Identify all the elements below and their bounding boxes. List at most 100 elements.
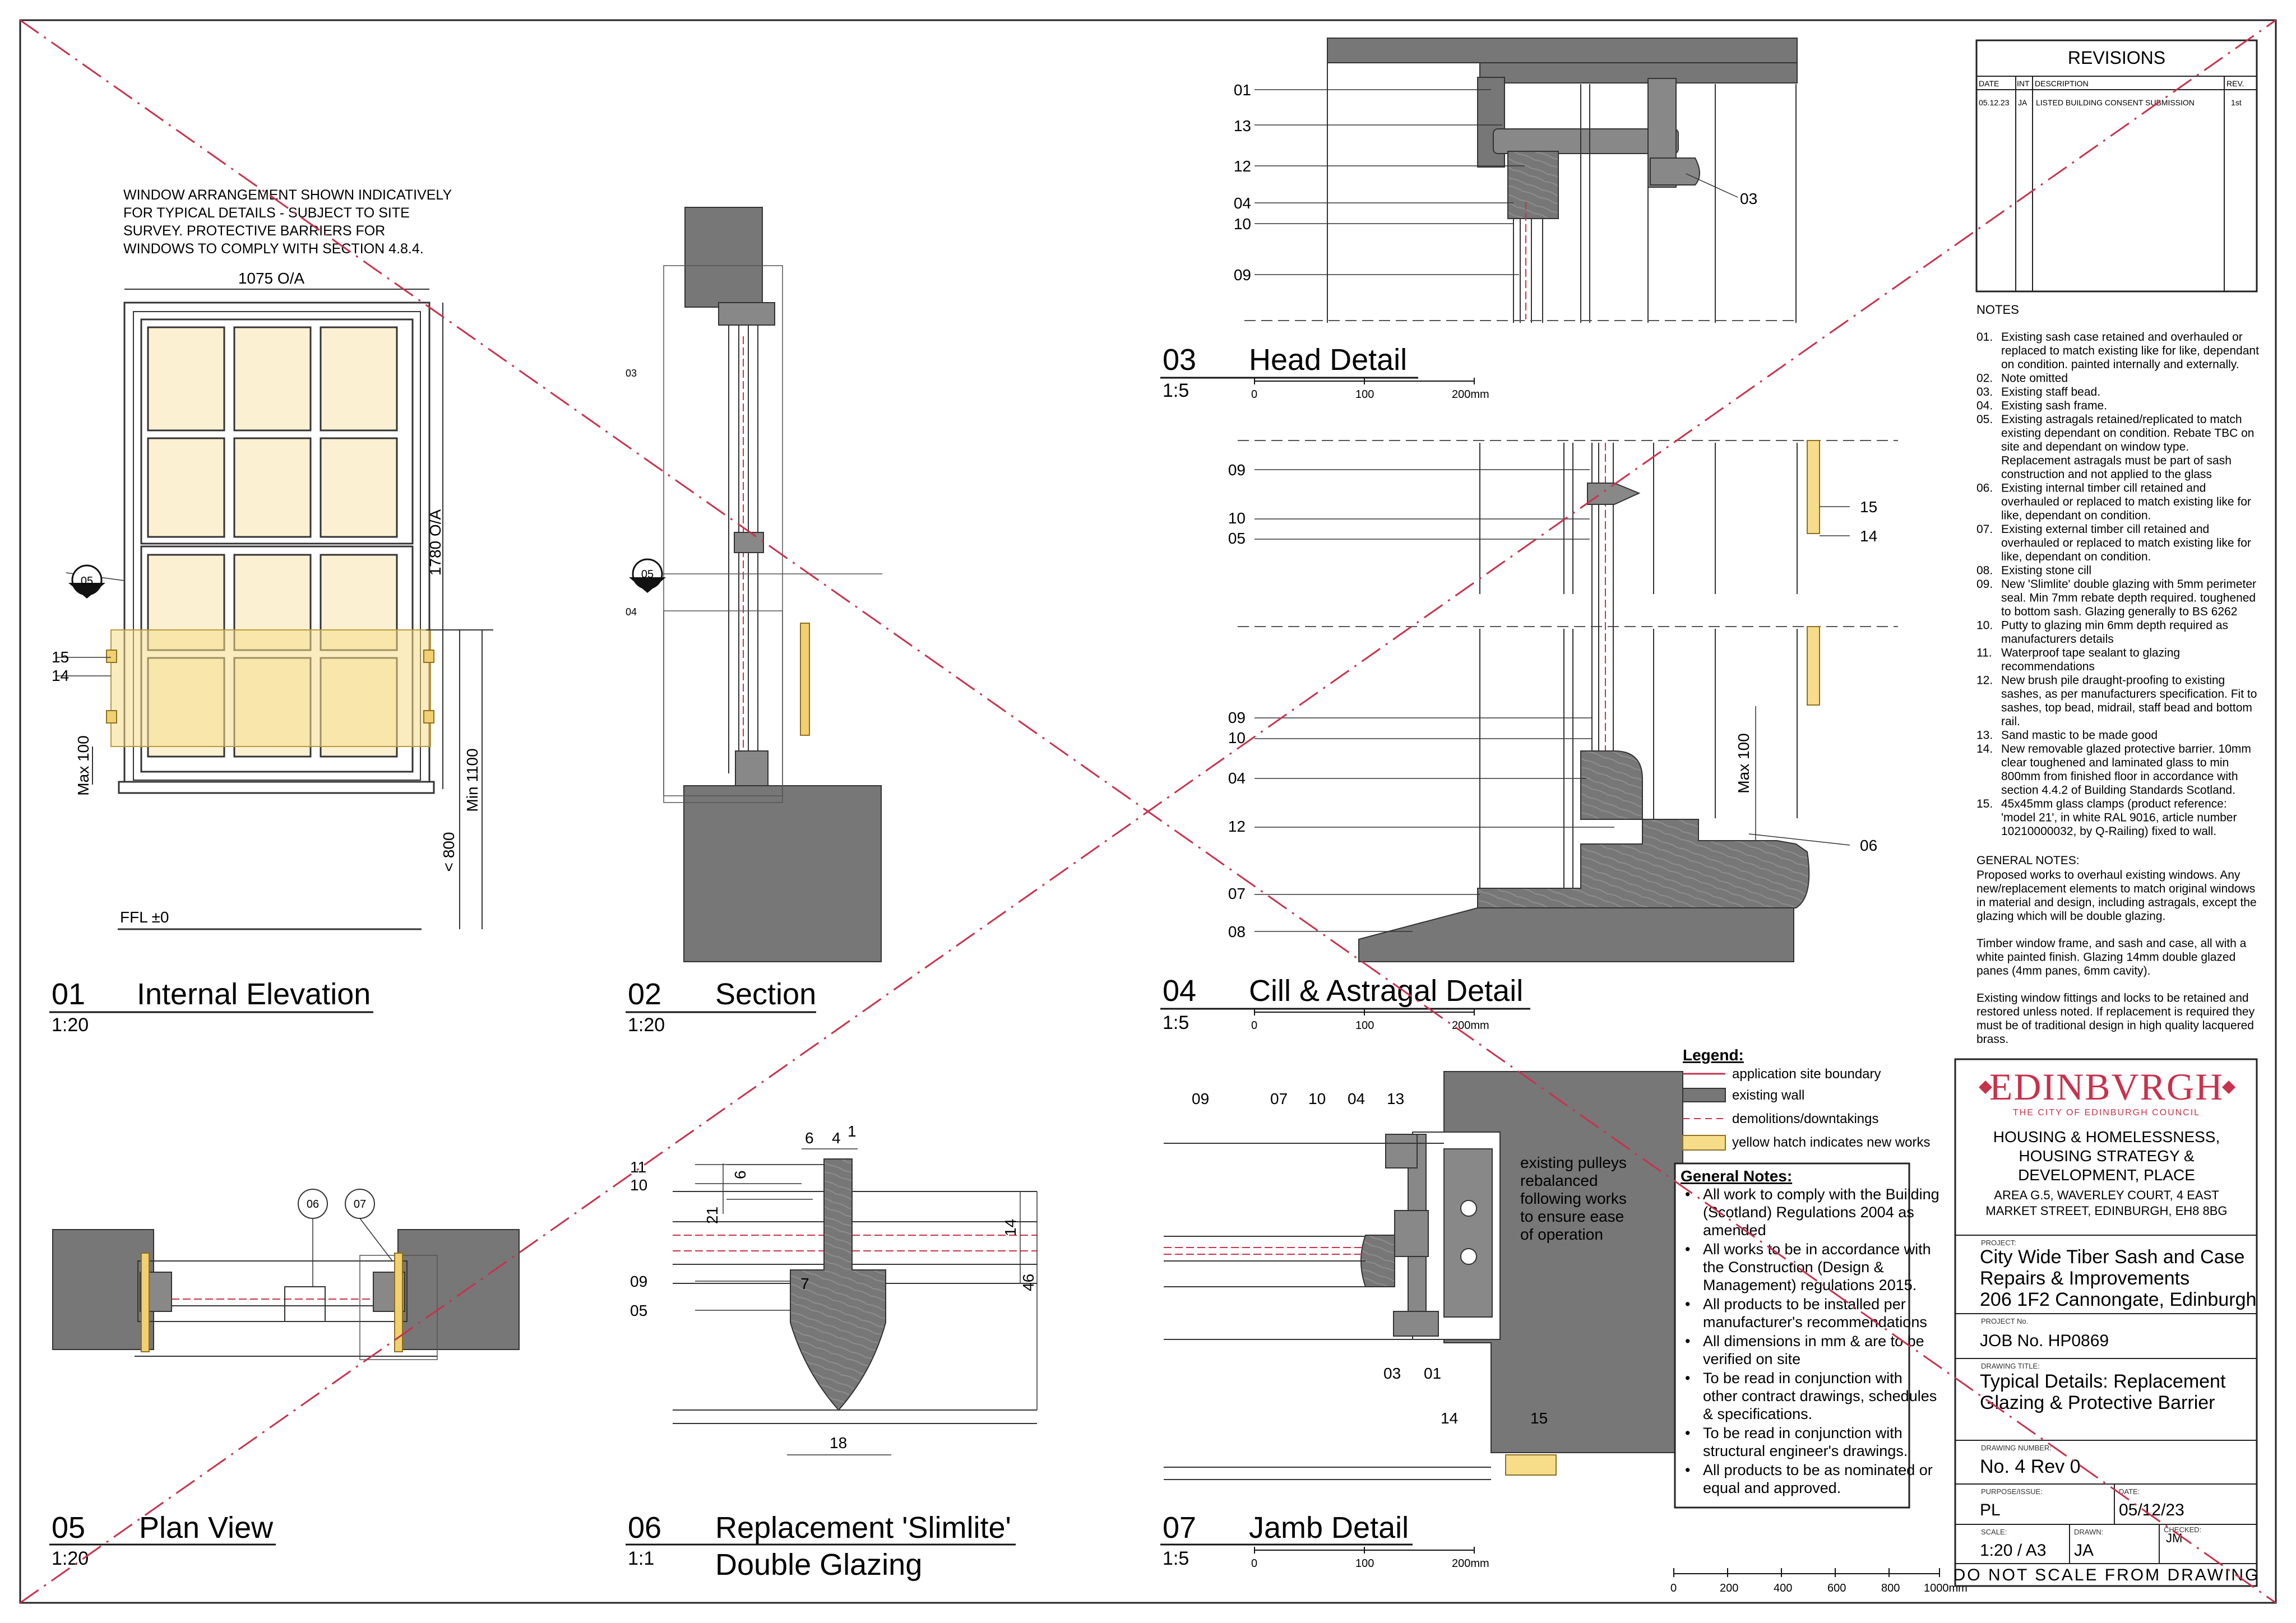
svg-text:All products to be as nominate: All products to be as nominated or: [1703, 1462, 1933, 1478]
note-line: sashes, top bead, midrail, staff bead an…: [2001, 702, 2252, 715]
svg-text:10: 10: [1308, 1090, 1326, 1107]
svg-text:6: 6: [732, 1170, 749, 1179]
title-02: Section: [715, 977, 816, 1011]
svg-text:DEVELOPMENT, PLACE: DEVELOPMENT, PLACE: [2018, 1166, 2195, 1184]
note-number: 14.: [1976, 743, 1993, 755]
svg-text:PURPOSE/ISSUE:: PURPOSE/ISSUE:: [1981, 1487, 2043, 1496]
title-num-07: 07: [1163, 1511, 1196, 1545]
title-05: Plan View: [139, 1511, 274, 1545]
svg-text:05.12.23: 05.12.23: [1979, 98, 2010, 107]
svg-text:JA: JA: [2074, 1541, 2094, 1560]
note-line: Replacement astragals must be part of sa…: [2001, 455, 2232, 467]
svg-text:•: •: [1685, 1186, 1690, 1203]
svg-text:01: 01: [1234, 81, 1251, 99]
svg-text:400: 400: [1774, 1582, 1792, 1594]
svg-text:7: 7: [800, 1275, 809, 1292]
note-line: recommendations: [2001, 660, 2095, 673]
note-line: 45x45mm glass clamps (product reference:: [2001, 797, 2227, 810]
scale-03: 1:5: [1163, 380, 1189, 401]
bubble-05-section: 05: [641, 568, 654, 581]
note-number: 03.: [1976, 386, 1993, 398]
svg-text:Management) regulations 2015.: Management) regulations 2015.: [1703, 1277, 1917, 1293]
svg-text:PROJECT:: PROJECT:: [1981, 1239, 2016, 1247]
svg-text:08: 08: [1228, 923, 1246, 940]
svg-text:Glazing & Protective Barrier: Glazing & Protective Barrier: [1980, 1392, 2215, 1413]
scale-04: 1:5: [1163, 1012, 1189, 1033]
svg-text:All work to comply with the Bu: All work to comply with the Building: [1703, 1186, 1939, 1203]
scale-07: 1:5: [1163, 1548, 1189, 1569]
svg-text:rebalanced: rebalanced: [1520, 1172, 1598, 1189]
svg-text:Typical Details: Replacement: Typical Details: Replacement: [1980, 1371, 2226, 1392]
council-logo: EDINBVRGH THE CITY OF EDINBURGH COUNCIL: [1979, 1065, 2235, 1117]
section-drawing: [629, 207, 882, 962]
svg-text:09: 09: [1228, 461, 1246, 479]
svg-text:manufacturer's recommendations: manufacturer's recommendations: [1703, 1314, 1927, 1330]
svg-text:LISTED BUILDING CONSENT SUBMIS: LISTED BUILDING CONSENT SUBMISSION: [2036, 98, 2195, 107]
tag-03-head: 03: [1740, 190, 1757, 207]
title-06b: Double Glazing: [715, 1548, 922, 1582]
svg-text:structural engineer's drawings: structural engineer's drawings.: [1703, 1443, 1908, 1459]
note-line: overhauled or replaced to match existing…: [2001, 537, 2251, 550]
svg-text:REV.: REV.: [2226, 79, 2244, 88]
general-note-line: panes (4mm panes, 6mm cavity).: [1976, 964, 2150, 977]
jamb-note: existing pulleys rebalanced following wo…: [1520, 1154, 1627, 1243]
title-block: EDINBVRGH THE CITY OF EDINBURGH COUNCIL …: [1954, 1058, 2260, 1587]
title-07: Jamb Detail: [1249, 1511, 1409, 1545]
revisions-title: REVISIONS: [2068, 48, 2165, 68]
tag-14-cill: 14: [1860, 527, 1877, 545]
svg-text:MARKET STREET, EDINBURGH, EH8: MARKET STREET, EDINBURGH, EH8 8BG: [1985, 1204, 2227, 1218]
svg-text:12: 12: [1234, 157, 1251, 175]
general-note-line: restored unless noted. If replacement is…: [1976, 1005, 2255, 1018]
note-line: New 'Slimlite' double glazing with 5mm p…: [2001, 578, 2256, 591]
general-note-line: Timber window frame, and sash and case, …: [1976, 937, 2247, 950]
svg-text:1:20 / A3: 1:20 / A3: [1980, 1541, 2046, 1560]
sheet-border: [19, 19, 2277, 1604]
svg-text:01: 01: [1424, 1365, 1441, 1382]
general-note-line: brass.: [1976, 1033, 2008, 1046]
svg-text:DATE: DATE: [1979, 79, 1999, 88]
tag-03-section: 03: [626, 368, 637, 379]
title-num-03: 03: [1163, 343, 1196, 377]
svg-text:All dimensions in mm & are to: All dimensions in mm & are to be: [1703, 1333, 1924, 1350]
note-line: Existing internal timber cill retained a…: [2001, 482, 2206, 495]
dim-max-elev: Max 100: [75, 735, 92, 795]
do-not-scale: DO NOT SCALE FROM DRAWING: [1954, 1566, 2260, 1584]
general-notes-box: General Notes: •All work to comply with …: [1674, 1162, 1939, 1509]
svg-text:HOUSING STRATEGY &: HOUSING STRATEGY &: [2019, 1147, 2195, 1165]
note-line: manufacturers details: [2001, 633, 2114, 646]
svg-text:18: 18: [830, 1434, 847, 1452]
svg-text:existing pulleys: existing pulleys: [1520, 1154, 1627, 1171]
elevation-drawing: [56, 289, 493, 930]
svg-text:04: 04: [1228, 769, 1246, 787]
svg-text:05: 05: [1228, 530, 1246, 547]
svg-text:600: 600: [1827, 1582, 1846, 1594]
cill-detail-drawing: [1238, 440, 1898, 962]
svg-text:SURVEY. PROTECTIVE BARRIERS FO: SURVEY. PROTECTIVE BARRIERS FOR: [123, 223, 385, 239]
elevation-note: WINDOW ARRANGEMENT SHOWN INDICATIVELY FO…: [123, 187, 452, 257]
legend-item-demolition: demolitions/downtakings: [1732, 1111, 1878, 1126]
note-line: site and dependant on window type.: [2001, 440, 2189, 453]
svg-text:09: 09: [1228, 709, 1246, 726]
note-number: 10.: [1976, 619, 1993, 632]
ffl-label: FFL ±0: [120, 908, 169, 926]
note-line: section 4.4.2 of Building Standards Scot…: [2001, 784, 2235, 797]
scale-01: 1:20: [52, 1014, 89, 1036]
legend: Legend: application site boundary existi…: [1682, 1046, 1931, 1151]
svg-text:100: 100: [1355, 388, 1374, 401]
note-line: like, dependant on condition.: [2001, 509, 2151, 522]
note-line: rail.: [2001, 715, 2020, 728]
svg-text:200mm: 200mm: [1452, 1557, 1489, 1570]
svg-text:14: 14: [1441, 1409, 1458, 1427]
legend-item-new: yellow hatch indicates new works: [1732, 1135, 1931, 1150]
note-line: replaced to match existing like for like…: [2001, 345, 2259, 358]
note-line: overhauled or replaced to match existing…: [2001, 495, 2251, 508]
svg-text:0: 0: [1670, 1582, 1677, 1594]
note-line: sashes, as per manufacturers specificati…: [2001, 688, 2257, 701]
jamb-tags: 09 07 10 04 13 03 01 14 15: [1192, 1090, 1548, 1427]
glazing-tags: 11 10 09 05 6 4 1 6 21 14 46 7 18: [630, 1123, 1037, 1452]
svg-text:4: 4: [832, 1129, 841, 1147]
svg-text:JA: JA: [2018, 98, 2027, 107]
svg-text:09: 09: [1192, 1090, 1209, 1107]
note-number: 11.: [1976, 647, 1992, 660]
svg-text:•: •: [1685, 1425, 1690, 1441]
